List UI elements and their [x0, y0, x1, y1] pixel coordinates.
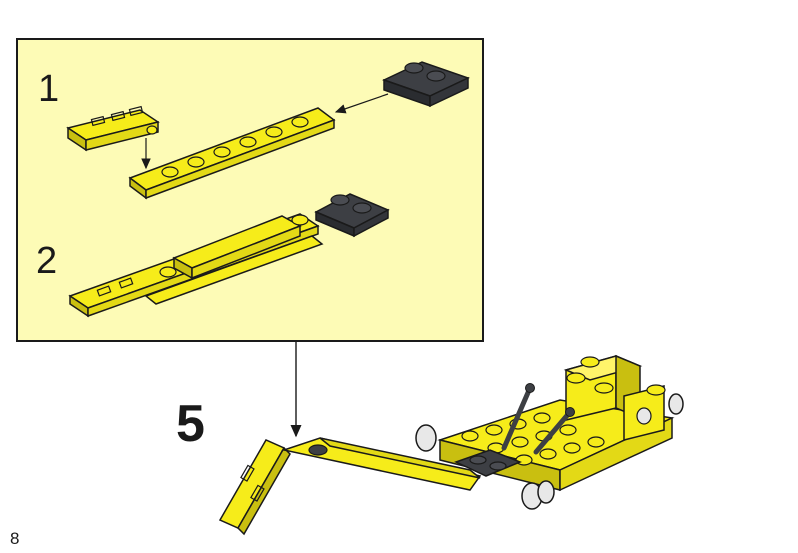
- dark-hinge-piece-1: [382, 61, 470, 108]
- assembled-arm-piece: [68, 193, 390, 318]
- hinge-plate-piece: [66, 105, 160, 152]
- main-model: [218, 354, 684, 536]
- main-step-number: 5: [176, 395, 205, 453]
- sub-step-2-number: 2: [36, 240, 58, 282]
- page-number: 8: [10, 529, 20, 548]
- sub-step-1-number: 1: [38, 68, 60, 110]
- long-plate-piece: [128, 107, 336, 200]
